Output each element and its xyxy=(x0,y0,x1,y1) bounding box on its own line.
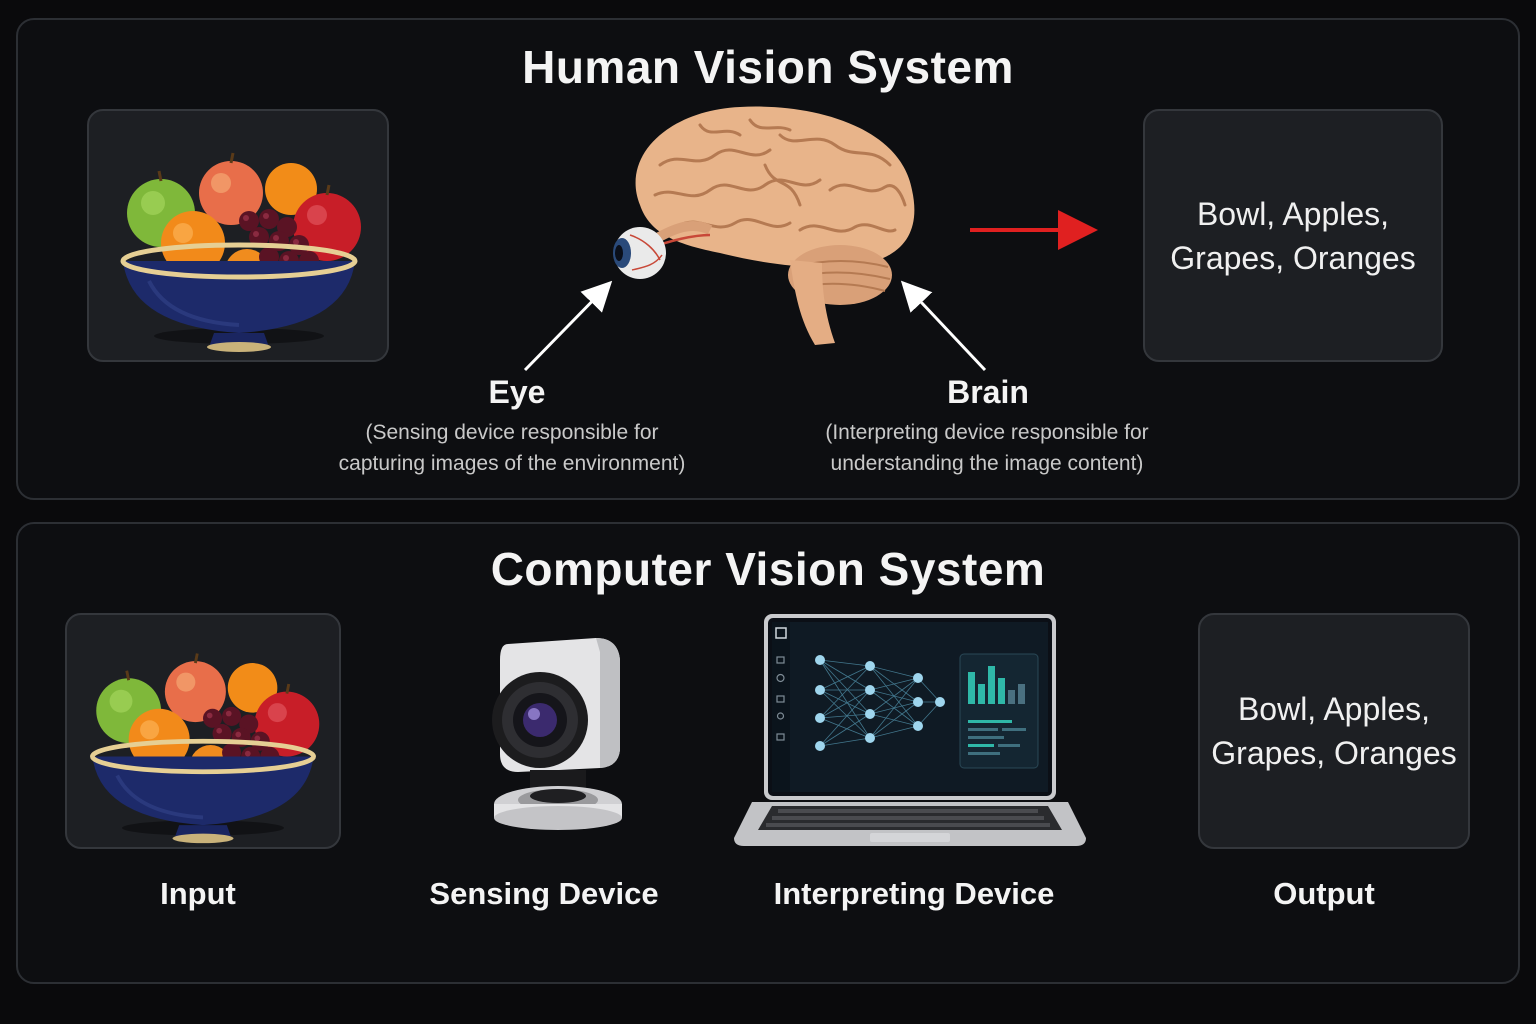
brain-label: Brain xyxy=(947,374,1029,410)
camera-icon xyxy=(492,638,622,830)
human-panel-title: Human Vision System xyxy=(522,41,1014,93)
brain-description-line1: (Interpreting device responsible for xyxy=(825,421,1149,444)
human-output-line2: Grapes, Oranges xyxy=(1170,239,1416,276)
computer-output-line2: Grapes, Oranges xyxy=(1211,735,1457,771)
computer-output-line1: Bowl, Apples, xyxy=(1237,691,1431,727)
eye-description: (Sensing device responsible for capturin… xyxy=(302,417,722,479)
brain-icon xyxy=(613,106,915,345)
computer-output-card: Bowl, Apples, Grapes, Oranges xyxy=(1198,613,1470,849)
input-label: Input xyxy=(160,876,236,911)
eye-label: Eye xyxy=(488,374,546,410)
interpreting-device-label: Interpreting Device xyxy=(773,876,1055,911)
eye-icon xyxy=(613,227,666,279)
human-output-line1: Bowl, Apples, xyxy=(1196,195,1390,232)
laptop-icon xyxy=(734,614,1086,846)
computer-input-card xyxy=(65,613,341,849)
eye-description-line1: (Sensing device responsible for xyxy=(365,421,659,444)
brain-description: (Interpreting device responsible for und… xyxy=(774,417,1200,479)
neural-network-icon xyxy=(815,655,945,751)
human-output-card: Bowl, Apples, Grapes, Oranges xyxy=(1143,109,1443,362)
sensing-device-label: Sensing Device xyxy=(429,876,659,911)
brain-arrow-icon xyxy=(900,280,987,372)
computer-panel-title: Computer Vision System xyxy=(490,543,1046,595)
eye-arrow-icon xyxy=(523,280,613,372)
human-input-card xyxy=(87,109,389,362)
output-label: Output xyxy=(1273,876,1375,911)
eye-description-line2: capturing images of the environment) xyxy=(338,452,686,475)
fruit-bowl-icon xyxy=(77,623,329,847)
brain-description-line2: understanding the image content) xyxy=(830,452,1144,475)
